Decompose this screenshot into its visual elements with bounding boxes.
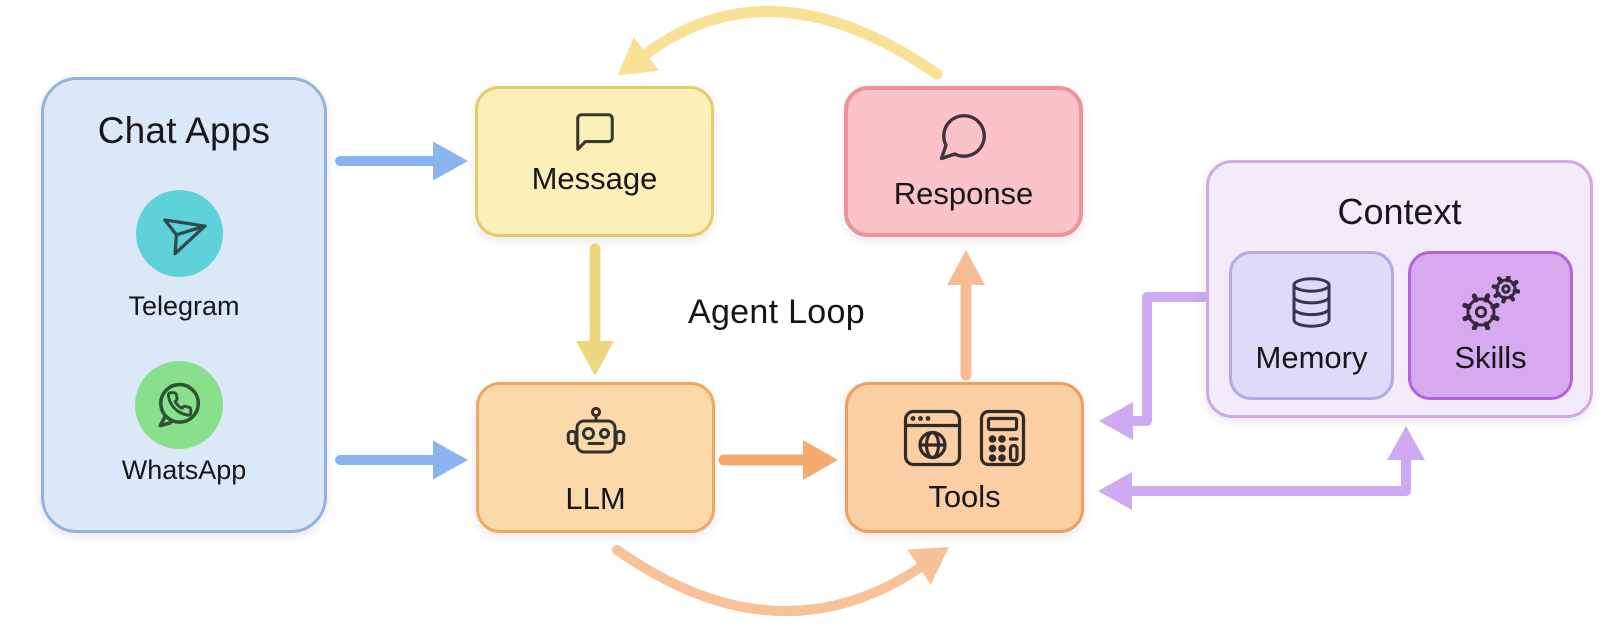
tools-label: Tools: [928, 479, 1001, 514]
context-group: Context Memory: [1206, 160, 1593, 418]
response-label: Response: [893, 176, 1034, 211]
browser-icon: [903, 409, 962, 467]
arrow-context-to-tools: [1099, 292, 1209, 440]
arrow-chat-to-llm: [335, 440, 468, 480]
agent-loop-label: Agent Loop: [688, 293, 865, 331]
robot-icon: [479, 406, 712, 467]
whatsapp-icon: [135, 361, 223, 449]
arrow-chat-to-message: [335, 141, 468, 181]
database-icon: [1232, 276, 1391, 329]
telegram-icon: [135, 190, 223, 277]
llm-label: LLM: [565, 481, 626, 516]
arrow-llm-to-tools-loop: [612, 545, 949, 617]
telegram-label: Telegram: [128, 291, 240, 321]
arrow-response-to-message: [617, 6, 943, 80]
skills-node: Skills: [1408, 251, 1573, 400]
calculator-icon: [979, 409, 1026, 467]
arrow-llm-to-tools: [718, 440, 838, 480]
chat-apps-title: Chat Apps: [97, 110, 271, 151]
memory-node: Memory: [1229, 251, 1394, 400]
response-bubble-icon: [848, 109, 1079, 163]
gears-icon: [1411, 276, 1570, 330]
message-node: Message: [475, 86, 714, 237]
whatsapp-label: WhatsApp: [121, 455, 247, 485]
arrow-tools-context-exchange: [1098, 426, 1425, 510]
skills-label: Skills: [1454, 340, 1527, 375]
llm-node: LLM: [476, 382, 715, 533]
chat-apps-group: Chat Apps Telegram WhatsApp: [41, 77, 327, 533]
message-label: Message: [531, 161, 658, 196]
context-title: Context: [1337, 191, 1462, 232]
arrow-message-to-llm: [576, 243, 614, 376]
message-bubble-icon: [478, 109, 711, 155]
arrow-tools-to-response: [947, 250, 985, 381]
memory-label: Memory: [1255, 340, 1368, 375]
tools-node: Tools: [845, 382, 1084, 533]
response-node: Response: [844, 86, 1083, 237]
